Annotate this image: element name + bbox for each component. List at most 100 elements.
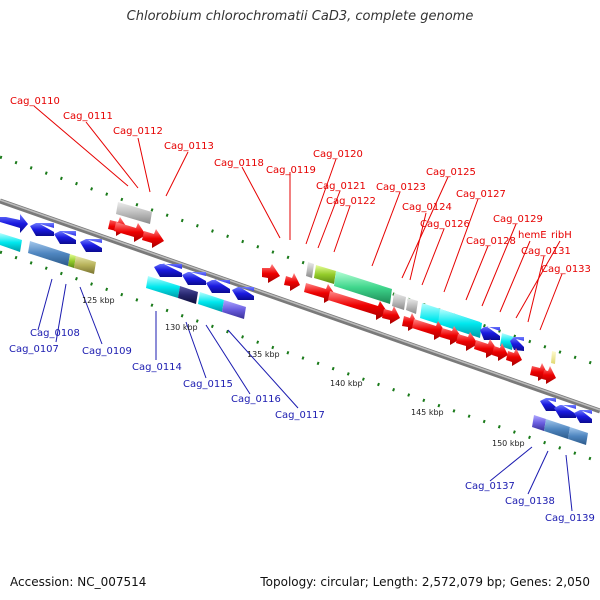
forward-gene-arrow — [304, 283, 336, 303]
gene-arrows — [0, 202, 592, 445]
gene-label: ribH — [551, 230, 572, 241]
reverse-gene-arrow — [574, 410, 592, 423]
gene-label: Cag_0139 — [545, 513, 595, 524]
forward-gene-arrow — [474, 339, 498, 358]
gene-box — [198, 292, 224, 312]
gene-label: Cag_0138 — [505, 496, 555, 507]
forward-gene-cluster-0110 — [108, 202, 164, 248]
forward-gene-arrow — [542, 366, 556, 384]
scale-label: 145 kbp — [411, 408, 444, 417]
gene-box — [28, 241, 70, 266]
gene-box — [334, 271, 392, 304]
reverse-gene-arrow — [232, 287, 254, 300]
gene-label: Cag_0118 — [214, 158, 264, 169]
genome-summary: Topology: circular; Length: 2,572,079 bp… — [260, 575, 590, 589]
gene-box-grey — [392, 293, 406, 310]
gene-label: Cag_0117 — [275, 410, 325, 421]
reverse-gene-cluster-right — [532, 398, 592, 445]
gene-label: Cag_0126 — [420, 219, 470, 230]
reverse-gene-arrow — [554, 405, 576, 418]
gene-box — [222, 300, 246, 319]
forward-gene-arrow — [440, 326, 462, 345]
gene-box — [146, 276, 180, 298]
forward-gene-arrow — [328, 291, 388, 320]
gene-box — [74, 256, 96, 274]
forward-gene-arrow — [456, 332, 478, 351]
gene-label: Cag_0121 — [316, 181, 366, 192]
reverse-gene-cluster-mid — [146, 263, 254, 319]
forward-gene-arrow — [114, 222, 146, 242]
gene-label: Cag_0137 — [465, 481, 515, 492]
gene-label: Cag_0107 — [9, 344, 59, 355]
gene-label: Cag_0111 — [63, 111, 113, 122]
gene-label: Cag_0131 — [521, 246, 571, 257]
gene-label: Cag_0128 — [466, 236, 516, 247]
gene-label: Cag_0109 — [82, 346, 132, 357]
leader-lines-top — [33, 105, 563, 331]
tick-line-inner — [0, 250, 600, 464]
gene-labels-bottom: Cag_0108 Cag_0107 Cag_0109 Cag_0114 Cag_… — [9, 328, 595, 524]
gene-box — [500, 333, 514, 350]
reverse-gene-arrow — [154, 263, 182, 277]
leader-lines-bottom — [37, 278, 573, 512]
gene-label: Cag_0108 — [30, 328, 80, 339]
scale-label: 125 kbp — [82, 296, 115, 305]
accession-label: Accession: NC_007514 — [10, 575, 147, 589]
forward-gene-arrow — [506, 348, 522, 366]
gene-label: Cag_0115 — [183, 379, 233, 390]
forward-gene-arrow — [492, 343, 508, 361]
gene-box-grey — [406, 298, 418, 314]
map-title: Chlorobium chlorochromatii CaD3, complet… — [126, 9, 474, 24]
forward-gene-arrow — [284, 273, 300, 291]
scale-label: 130 kbp — [165, 323, 198, 332]
reverse-gene-cluster-left — [0, 214, 102, 252]
gene-label: Cag_0127 — [456, 189, 506, 200]
gene-box — [568, 427, 588, 445]
reverse-gene-arrow — [80, 239, 102, 252]
gene-label: Cag_0129 — [493, 214, 543, 225]
gene-label: Cag_0110 — [10, 96, 60, 107]
reverse-gene-arrow — [30, 223, 54, 236]
scale-label: 150 kbp — [492, 439, 525, 448]
gene-box — [306, 262, 314, 278]
gene-label: Cag_0123 — [376, 182, 426, 193]
gene-label: Cag_0120 — [313, 149, 363, 160]
gene-box — [178, 286, 198, 304]
genome-backbone — [0, 198, 600, 414]
forward-gene-cluster-0123 — [392, 293, 556, 384]
genome-backbone-highlight — [0, 199, 600, 411]
reverse-gene-arrow — [480, 326, 500, 340]
gene-label: Cag_0114 — [132, 362, 182, 373]
reverse-gene-arrow — [0, 214, 28, 233]
left-lower-genes — [0, 233, 96, 274]
forward-gene-cluster-0118 — [262, 262, 400, 324]
reverse-gene-arrow — [182, 272, 206, 285]
scale-labels: 125 kbp 130 kbp 135 kbp 140 kbp 145 kbp … — [82, 296, 525, 448]
gene-box-grey — [116, 202, 152, 224]
scale-label: 140 kbp — [330, 379, 363, 388]
gene-box — [532, 415, 546, 431]
gene-labels-top: Cag_0110 Cag_0111 Cag_0112 Cag_0113 Cag_… — [10, 96, 591, 275]
forward-gene-arrow — [382, 306, 400, 324]
gene-box — [314, 265, 336, 284]
gene-label: Cag_0122 — [326, 196, 376, 207]
gene-box-yellow — [551, 351, 556, 364]
reverse-gene-arrow — [510, 337, 524, 351]
gene-label: Cag_0125 — [426, 167, 476, 178]
forward-gene-arrow — [142, 229, 164, 248]
gene-box — [0, 233, 22, 252]
gene-label: Cag_0119 — [266, 165, 316, 176]
gene-label: hemE — [518, 230, 547, 241]
gene-box — [544, 419, 570, 439]
gene-label: Cag_0116 — [231, 394, 281, 405]
gene-label: Cag_0113 — [164, 141, 214, 152]
gene-label: Cag_0112 — [113, 126, 163, 137]
gene-label: Cag_0133 — [541, 264, 591, 275]
reverse-gene-arrow — [206, 279, 230, 293]
gene-label: Cag_0124 — [402, 202, 452, 213]
reverse-gene-arrow — [540, 398, 556, 411]
forward-gene-arrow — [262, 264, 280, 283]
forward-gene-arrow — [412, 319, 446, 340]
reverse-gene-arrow — [54, 231, 76, 244]
